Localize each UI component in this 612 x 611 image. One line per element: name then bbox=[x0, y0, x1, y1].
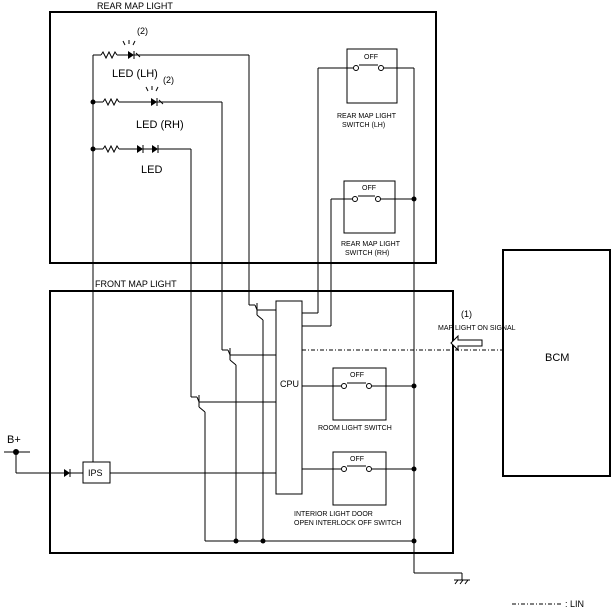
interlock-off-label: OFF bbox=[350, 456, 364, 463]
rear-rh-label-2: SWITCH (RH) bbox=[345, 250, 389, 257]
led-rh-diode bbox=[151, 98, 157, 106]
rear-lh-label-2: SWITCH (LH) bbox=[342, 122, 385, 129]
front-map-light-title: FRONT MAP LIGHT bbox=[95, 279, 177, 289]
ips-label: IPS bbox=[88, 468, 103, 478]
bcm-block: BCM bbox=[502, 249, 611, 477]
rear-map-light-frame bbox=[49, 11, 437, 264]
map-light-on-signal: (1) MAP LIGHT ON SIGNAL bbox=[438, 309, 516, 352]
interlock-switch: OFF INTERIOR LIGHT DOOR OPEN INTERLOCK O… bbox=[294, 451, 417, 527]
led-lh-callout: (2) bbox=[137, 26, 148, 36]
led-branch: LED bbox=[90, 144, 192, 397]
cpu-label: CPU bbox=[280, 379, 299, 389]
bcm-box bbox=[502, 249, 611, 477]
rear-lh-label-1: REAR MAP LIGHT bbox=[337, 113, 397, 120]
room-off-label: OFF bbox=[350, 372, 364, 379]
led-lh-diode bbox=[128, 51, 134, 59]
legend: : LIN bbox=[512, 599, 584, 609]
rear-map-light-block: REAR MAP LIGHT (2) LED (LH) bbox=[49, 1, 437, 573]
b-plus-input: B+ bbox=[4, 434, 64, 474]
signal-arrow bbox=[450, 334, 483, 352]
resistor-led bbox=[102, 144, 120, 154]
led-rh-label: LED (RH) bbox=[136, 119, 184, 131]
led-diode bbox=[137, 145, 143, 153]
led-label: LED bbox=[141, 164, 162, 176]
ips-block: IPS bbox=[63, 451, 276, 484]
interlock-label-2: OPEN INTERLOCK OFF SWITCH bbox=[294, 520, 401, 527]
led-lh-branch: (2) LED (LH) bbox=[93, 26, 250, 305]
signal-callout: (1) bbox=[461, 309, 472, 319]
driver-led-lh bbox=[249, 303, 276, 541]
resistor-rh bbox=[102, 97, 120, 107]
rear-rh-label-1: REAR MAP LIGHT bbox=[341, 241, 401, 248]
signal-label: MAP LIGHT ON SIGNAL bbox=[438, 325, 516, 332]
driver-led bbox=[191, 395, 276, 532]
driver-led-rh bbox=[222, 348, 276, 541]
front-map-light-frame bbox=[49, 290, 454, 554]
rear-map-light-title: REAR MAP LIGHT bbox=[97, 1, 173, 11]
legend-lin-label: : LIN bbox=[565, 599, 584, 609]
rear-rh-off-label: OFF bbox=[362, 185, 376, 192]
room-light-switch: OFF ROOM LIGHT SWITCH bbox=[302, 367, 417, 432]
room-light-label: ROOM LIGHT SWITCH bbox=[318, 425, 392, 432]
led-lh-label: LED (LH) bbox=[112, 68, 158, 80]
led-rh-callout: (2) bbox=[163, 75, 174, 85]
led-rh-branch: (2) LED (RH) bbox=[90, 75, 223, 350]
rear-map-light-switch-rh: OFF REAR MAP LIGHT SWITCH (RH) bbox=[330, 180, 414, 326]
rear-lh-off-label: OFF bbox=[364, 54, 378, 61]
resistor-lh bbox=[100, 50, 118, 60]
cpu-box bbox=[275, 300, 303, 495]
interlock-label-1: INTERIOR LIGHT DOOR bbox=[294, 511, 373, 518]
bcm-label: BCM bbox=[545, 352, 569, 364]
led-diode-2 bbox=[152, 145, 158, 153]
b-plus-label: B+ bbox=[7, 434, 21, 446]
front-map-light-block: FRONT MAP LIGHT CPU bbox=[49, 279, 503, 554]
rear-map-light-switch-lh: OFF REAR MAP LIGHT SWITCH (LH) bbox=[317, 48, 414, 313]
feed-diode bbox=[64, 469, 70, 477]
ground-symbol bbox=[414, 572, 470, 585]
